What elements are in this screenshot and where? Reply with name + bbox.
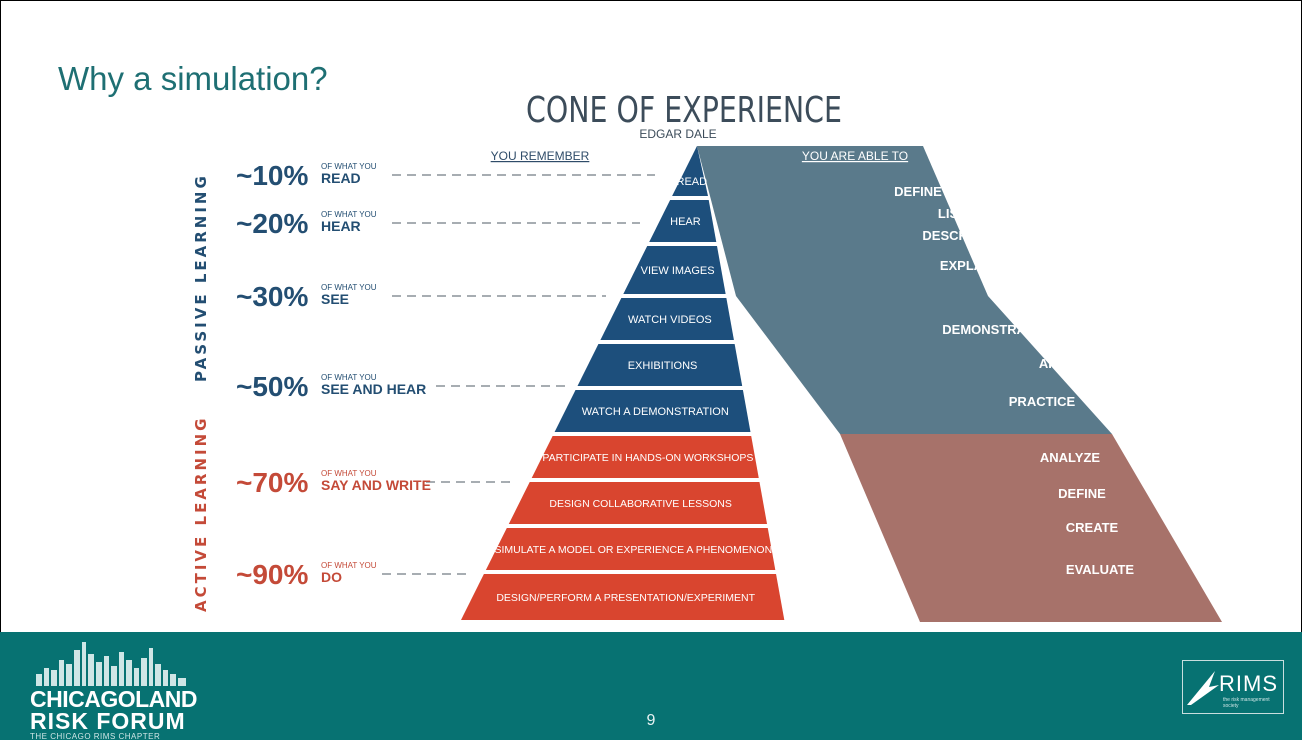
rims-swoosh-icon: [1187, 671, 1219, 705]
percent-verb: DO: [321, 569, 342, 585]
cone-band-label: WATCH VIDEOS: [628, 314, 712, 326]
percent-verb: SEE AND HEAR: [321, 381, 426, 397]
percent-prefix: OF WHAT YOU: [321, 210, 377, 219]
cone-band-label: VIEW IMAGES: [641, 265, 715, 277]
percent-value: ~10%: [236, 160, 308, 191]
percent-verb: SEE: [321, 291, 349, 307]
cone-band: [554, 390, 751, 432]
ability-label: DESCRIBE: [922, 228, 990, 243]
right-header: YOU ARE ABLE TO: [802, 149, 908, 163]
cone-band: [531, 436, 759, 478]
rims-logo: RIMS the risk management society: [1182, 660, 1284, 714]
rims-tagline: the risk management society: [1223, 697, 1270, 709]
cone-band: [649, 200, 717, 242]
page-number: 9: [646, 712, 656, 729]
percent-prefix: OF WHAT YOU: [321, 469, 377, 478]
ability-panel-middle: [736, 296, 1112, 434]
cone-author: EDGAR DALE: [639, 127, 716, 141]
ability-label: PRACTICE: [1009, 394, 1076, 409]
left-header: YOU REMEMBER: [491, 149, 590, 163]
cone-band: [672, 146, 708, 196]
chicago-skyline-icon: [36, 642, 186, 686]
ability-label: CREATE: [1066, 520, 1119, 535]
cone-band-label: READ: [677, 176, 708, 188]
slide-title: Why a simulation?: [58, 60, 328, 97]
logo-text-risk-forum: RISK FORUM: [30, 708, 186, 734]
cone-band: [577, 344, 743, 386]
percent-prefix: OF WHAT YOU: [321, 373, 377, 382]
ability-label: EVALUATE: [1066, 562, 1134, 577]
cone-band: [623, 246, 726, 294]
side-label-passive: PASSIVE LEARNING: [192, 173, 210, 382]
percent-prefix: OF WHAT YOU: [321, 162, 377, 171]
cone-title: CONE OF EXPERIENCE: [526, 90, 842, 131]
percent-value: ~50%: [236, 371, 308, 402]
side-label-active: ACTIVE LEARNING: [192, 416, 210, 612]
cone-band: [508, 482, 768, 524]
ability-label: DEFINE: [1058, 486, 1106, 501]
ability-label: DEFINE: [894, 184, 942, 199]
ability-label: EXPLAIN: [940, 258, 996, 273]
percent-value: ~90%: [236, 559, 308, 590]
footer-bar: [0, 632, 1302, 740]
percent-verb: READ: [321, 170, 361, 186]
cone-band: [485, 528, 776, 570]
cone-band-label: PARTICIPATE IN HANDS-ON WORKSHOPS: [542, 452, 753, 464]
cone-band: [600, 298, 734, 340]
ability-panel-upper: [697, 146, 988, 296]
ability-label: LIST: [938, 206, 966, 221]
percent-verb: HEAR: [321, 218, 361, 234]
cone-band-label: DESIGN/PERFORM A PRESENTATION/EXPERIMENT: [496, 592, 755, 604]
percent-prefix: OF WHAT YOU: [321, 283, 377, 292]
ability-panel-lower: [840, 434, 1222, 622]
rims-logo-text: RIMS: [1219, 671, 1278, 696]
ability-label: DEMONSTRATE: [942, 322, 1042, 337]
cone-band-label: EXHIBITIONS: [628, 360, 698, 372]
cone-band-label: WATCH A DEMONSTRATION: [582, 406, 729, 418]
logo-text-chicagoland: CHICAGOLAND: [30, 686, 198, 712]
cone-band-label: SIMULATE A MODEL OR EXPERIENCE A PHENOME…: [494, 544, 772, 556]
chicagoland-risk-forum-logo: CHICAGOLAND RISK FORUM THE CHICAGO RIMS …: [30, 640, 230, 741]
cone-band-label: DESIGN COLLABORATIVE LESSONS: [549, 498, 731, 510]
percent-value: ~70%: [236, 467, 308, 498]
percent-value: ~20%: [236, 208, 308, 239]
ability-label: APPLY: [1039, 356, 1081, 371]
cone-of-experience-diagram: READ HEAR VIEW IMAGES WATCH VIDEOS EXHIBITIO…: [192, 90, 1222, 622]
percent-prefix: OF WHAT YOU: [321, 561, 377, 570]
cone-band: [460, 574, 785, 620]
cone-band-label: HEAR: [670, 216, 701, 228]
percent-value: ~30%: [236, 281, 308, 312]
logo-text-chapter: THE CHICAGO RIMS CHAPTER: [30, 732, 161, 741]
ability-label: ANALYZE: [1040, 450, 1101, 465]
percent-verb: SAY AND WRITE: [321, 477, 431, 493]
